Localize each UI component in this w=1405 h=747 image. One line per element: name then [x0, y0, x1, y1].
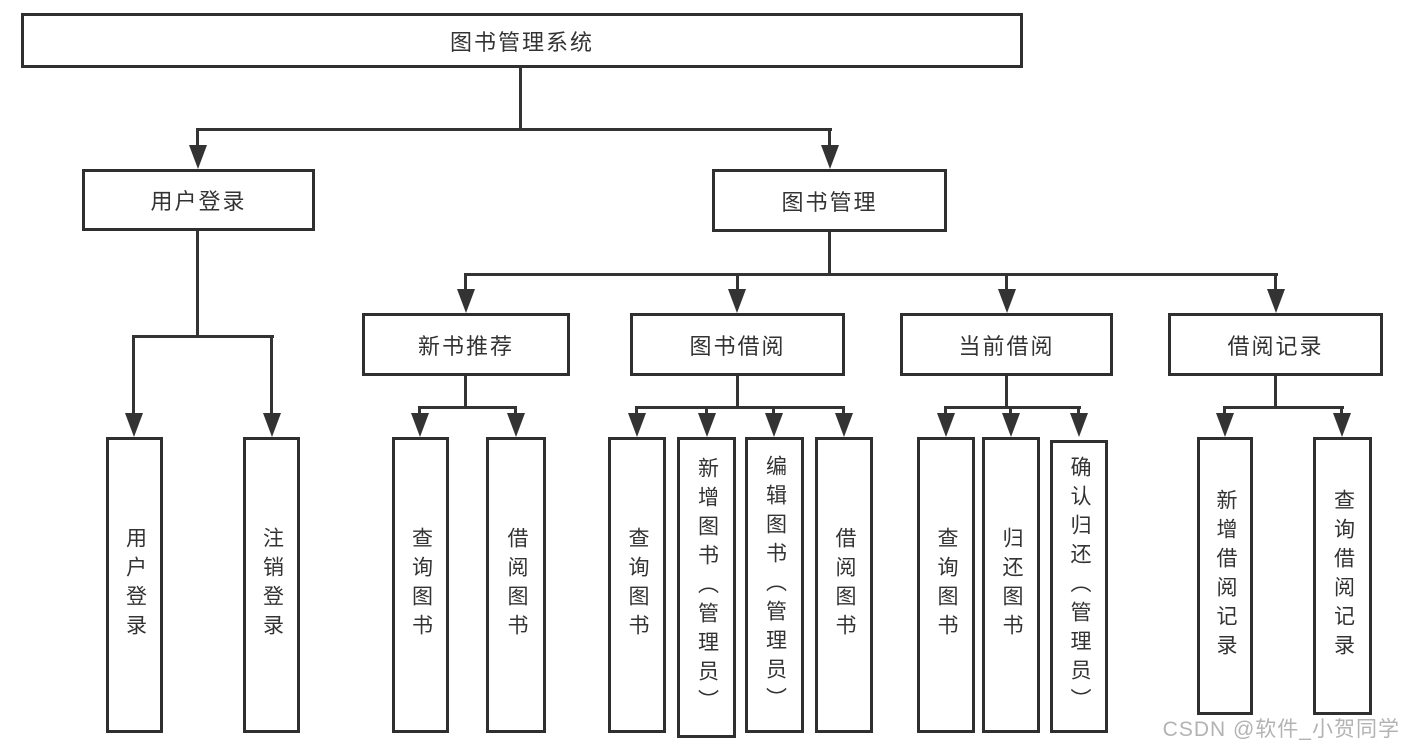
node-logout: 注销登录: [243, 437, 300, 733]
node-add-borrow-record: 新增借阅记录: [1197, 437, 1253, 715]
connector-line: [1223, 406, 1226, 418]
node-borrow-books: 借阅图书: [815, 437, 873, 733]
connector-line: [418, 406, 517, 409]
node-label: 编辑图书（管理员）: [763, 454, 787, 716]
connector-line: [464, 273, 1278, 276]
node-book-management-branch: 图书管理: [712, 169, 947, 232]
arrow-down-icon: [1333, 413, 1351, 437]
node-label: 新增图书（管理员）: [695, 457, 719, 718]
connector-line: [270, 335, 273, 417]
connector-line: [635, 406, 638, 418]
connector-line: [1005, 273, 1008, 293]
connector-line: [1274, 273, 1277, 293]
connector-line: [418, 406, 421, 418]
connector-line: [842, 406, 845, 418]
node-label: 图书管理系统: [449, 29, 594, 55]
arrow-down-icon: [998, 289, 1016, 313]
connector-line: [132, 335, 274, 338]
connector-line: [1274, 376, 1277, 409]
connector-line: [196, 128, 832, 131]
node-query-borrow-record: 查询借阅记录: [1313, 437, 1372, 715]
arrow-down-icon: [507, 413, 525, 437]
node-label: 借阅记录: [1227, 333, 1324, 359]
node-query-books-borrow: 查询图书: [608, 437, 666, 733]
connector-line: [635, 406, 845, 409]
node-label: 查询借阅记录: [1331, 489, 1355, 663]
arrow-down-icon: [189, 145, 207, 169]
connector-line: [1223, 406, 1344, 409]
connector-line: [514, 406, 517, 418]
node-borrow-books-recommend: 借阅图书: [486, 437, 546, 733]
node-label: 确认归还（管理员）: [1068, 456, 1091, 717]
connector-line: [944, 406, 947, 418]
arrow-down-icon: [821, 145, 839, 169]
node-label: 图书借阅: [689, 333, 786, 359]
connector-line: [828, 232, 831, 276]
arrow-down-icon: [125, 413, 143, 437]
node-new-book-recommend: 新书推荐: [362, 313, 570, 376]
connector-line: [736, 273, 739, 293]
node-borrow-records: 借阅记录: [1168, 313, 1383, 376]
connector-line: [705, 406, 708, 418]
connector-line: [1005, 376, 1008, 409]
node-label: 注销登录: [260, 527, 284, 643]
node-label: 归还图书: [1000, 527, 1023, 643]
connector-line: [464, 273, 467, 293]
node-label: 查询图书: [626, 527, 649, 643]
node-label: 当前借阅: [958, 333, 1055, 359]
arrow-down-icon: [1216, 413, 1234, 437]
arrow-down-icon: [1267, 289, 1285, 313]
node-label: 借阅图书: [505, 527, 528, 643]
connector-line: [519, 68, 522, 131]
arrow-down-icon: [698, 413, 716, 437]
arrow-down-icon: [263, 413, 281, 437]
arrow-down-icon: [628, 413, 646, 437]
node-query-books-recommend: 查询图书: [392, 437, 449, 733]
csdn-watermark: CSDN @软件_小贺同学: [1162, 718, 1400, 741]
arrow-down-icon: [765, 413, 783, 437]
connector-line: [944, 406, 1081, 409]
node-label: 查询图书: [409, 527, 433, 643]
arrow-down-icon: [728, 289, 746, 313]
node-label: 新书推荐: [417, 333, 514, 359]
node-confirm-return-admin: 确认归还（管理员）: [1050, 440, 1108, 733]
node-label: 图书管理: [781, 189, 878, 215]
node-user-login: 用户登录: [106, 437, 163, 733]
arrow-down-icon: [411, 413, 429, 437]
arrow-down-icon: [835, 413, 853, 437]
connector-line: [1340, 406, 1343, 418]
arrow-down-icon: [1002, 413, 1020, 437]
node-label: 借阅图书: [833, 527, 856, 643]
arrow-down-icon: [1070, 413, 1088, 437]
node-edit-books-admin: 编辑图书（管理员）: [745, 437, 804, 733]
connector-line: [772, 406, 775, 418]
node-user-login-branch: 用户登录: [82, 169, 315, 231]
node-book-borrow: 图书借阅: [630, 313, 845, 376]
node-label: 新增借阅记录: [1214, 489, 1237, 663]
arrow-down-icon: [937, 413, 955, 437]
connector-line: [1077, 406, 1080, 418]
arrow-down-icon: [457, 289, 475, 313]
node-library-system: 图书管理系统: [21, 13, 1023, 68]
connector-line: [464, 376, 467, 409]
node-return-books: 归还图书: [982, 437, 1040, 733]
connector-line: [196, 128, 199, 148]
node-add-books-admin: 新增图书（管理员）: [677, 437, 736, 738]
connector-line: [828, 128, 831, 148]
connector-line: [132, 335, 135, 417]
connector-line: [1009, 406, 1012, 418]
connector-line: [736, 376, 739, 409]
node-current-borrow: 当前借阅: [900, 313, 1113, 376]
connector-line: [196, 231, 199, 338]
node-query-books-current: 查询图书: [917, 437, 975, 733]
node-label: 查询图书: [935, 527, 958, 643]
node-label: 用户登录: [123, 527, 147, 643]
node-label: 用户登录: [150, 189, 247, 214]
